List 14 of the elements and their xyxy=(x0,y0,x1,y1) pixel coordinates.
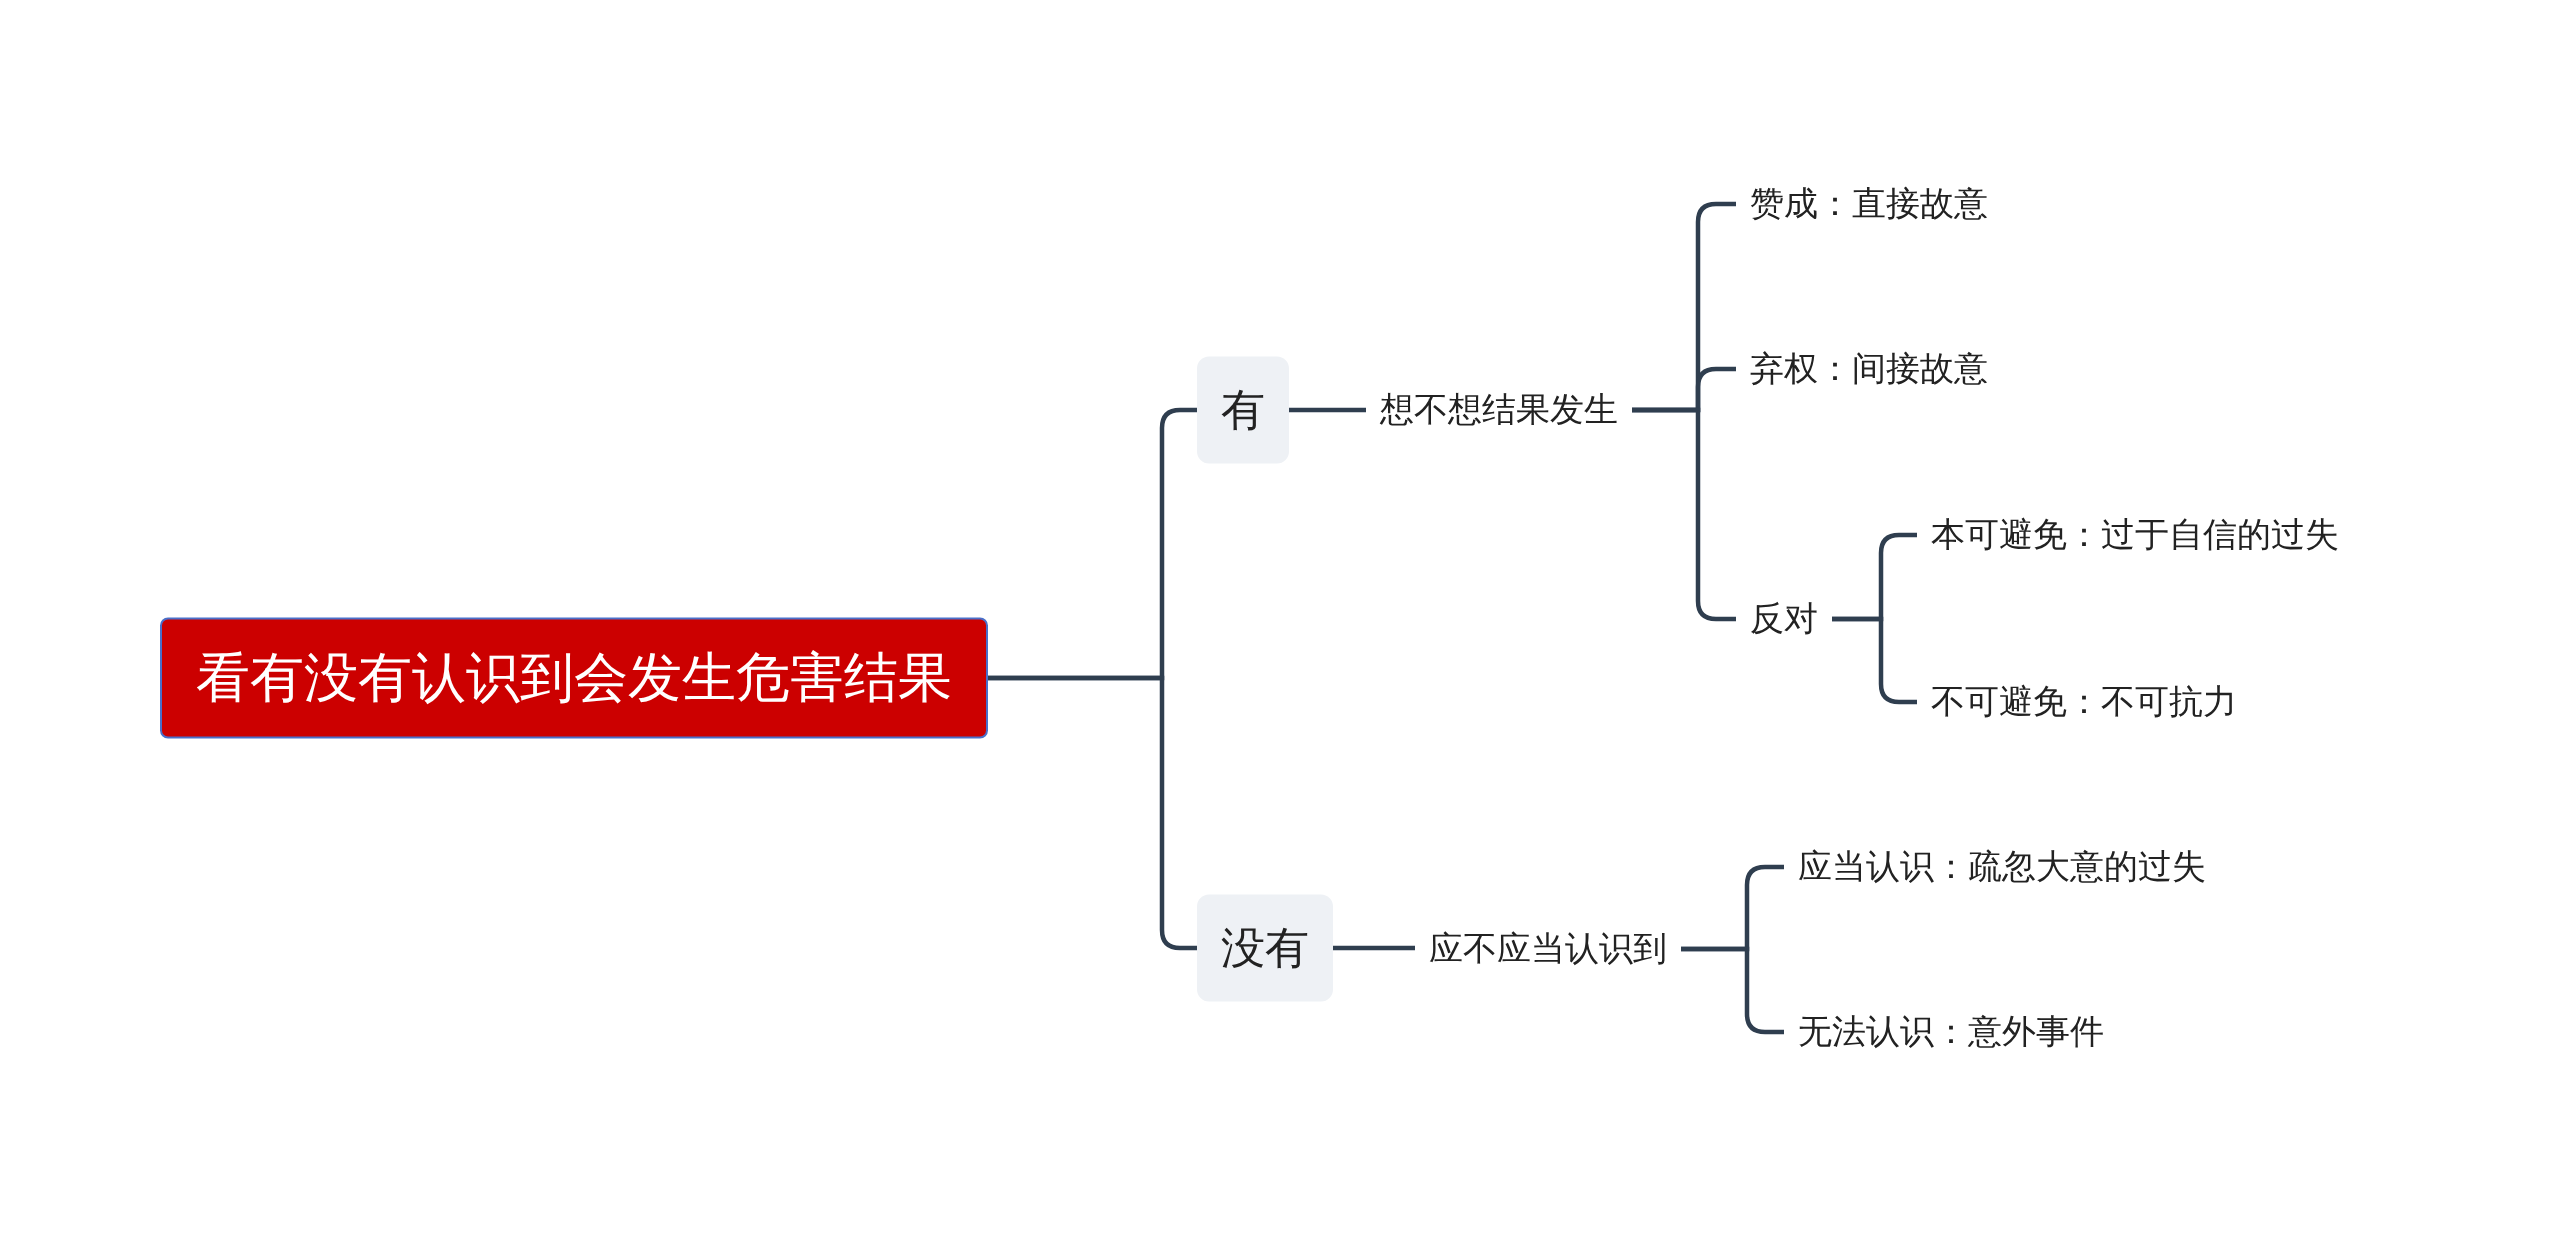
subtopic-text: 本可避免：过于自信的过失 xyxy=(1917,508,2353,562)
subtopic-text: 弃权：间接故意 xyxy=(1736,342,2002,396)
subtopic-text: 无法认识：意外事件 xyxy=(1784,1005,2118,1059)
subtopic-text: 反对 xyxy=(1736,592,1832,646)
root-topic-box: 看有没有认识到会发生危害结果 xyxy=(160,617,988,739)
connector-line xyxy=(1333,945,1415,951)
branch-topic-box: 有 xyxy=(1197,356,1289,464)
connector-line xyxy=(1289,407,1366,413)
subtopic-text: 不可避免：不可抗力 xyxy=(1917,675,2251,729)
subtopic-text: 赞成：直接故意 xyxy=(1736,177,2002,231)
subtopic-text: 想不想结果发生 xyxy=(1366,383,1632,437)
subtopic-text: 应当认识：疏忽大意的过失 xyxy=(1784,840,2220,894)
subtopic-text: 应不应当认识到 xyxy=(1415,922,1681,976)
branch-topic-box: 没有 xyxy=(1197,894,1333,1002)
